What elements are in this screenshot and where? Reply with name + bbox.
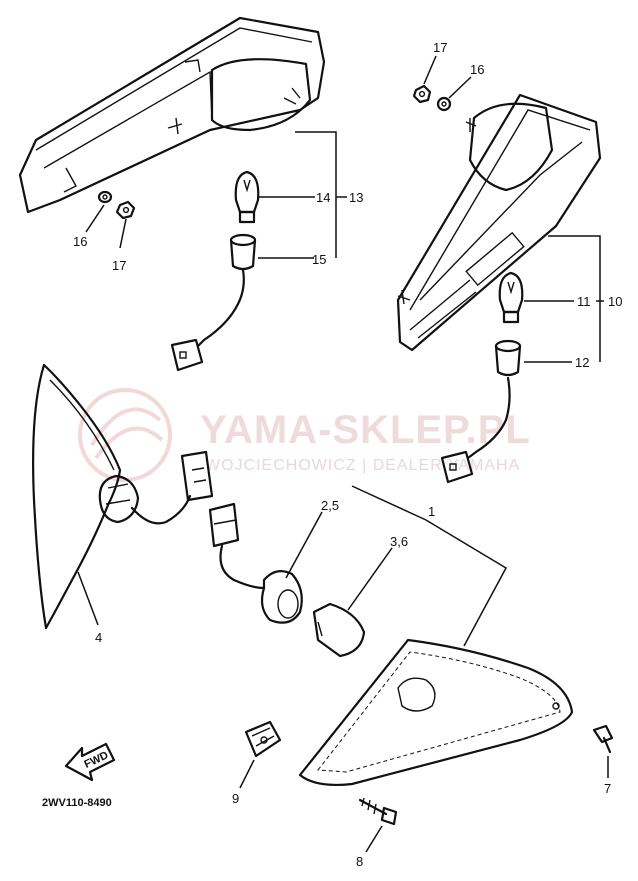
callout-9: 9 [232, 791, 239, 806]
clip-nut-9 [244, 720, 282, 758]
socket-15 [170, 233, 257, 372]
washer-16-right [436, 96, 452, 112]
bulb-14 [234, 170, 260, 224]
watermark: YAMA-SKLEP.PL WOJCIECHOWICZ | DEALER YAM… [78, 388, 531, 482]
leader-2-5 [285, 511, 323, 579]
leader-9 [239, 759, 255, 789]
screw-8 [358, 797, 398, 826]
watermark-subtitle: WOJCIECHOWICZ | DEALER YAMAHA [205, 457, 520, 474]
socket-2-5 [208, 502, 303, 624]
leader-16-right [448, 76, 472, 99]
bulb-11 [498, 271, 524, 324]
callout-11: 11 [577, 294, 591, 309]
callout-8: 8 [356, 854, 363, 869]
callout-3-6: 3,6 [390, 534, 408, 549]
leader-17-left [119, 218, 127, 249]
leader-1 [351, 485, 507, 647]
front-flasher-lens [298, 638, 574, 787]
watermark-logo [78, 388, 172, 482]
callout-1: 1 [428, 504, 435, 519]
rear-flasher-right [396, 93, 602, 352]
front-flasher-body-4 [32, 363, 214, 630]
callout-7: 7 [604, 781, 611, 796]
callout-13: 13 [349, 190, 363, 205]
leader-16-left [85, 204, 105, 233]
fwd-arrow-icon: FWD [64, 742, 116, 782]
bulb-3-6 [312, 602, 366, 658]
leader-13 [295, 131, 337, 258]
callout-2-5: 2,5 [321, 498, 339, 513]
drawing-code: 2WV110-8490 [42, 797, 112, 809]
washer-16-left [97, 190, 113, 204]
nut-17-left [115, 200, 136, 220]
callout-17-left: 17 [112, 258, 126, 273]
callout-10: 10 [608, 294, 622, 309]
callout-4: 4 [95, 630, 102, 645]
callout-15: 15 [312, 252, 326, 267]
socket-12 [440, 339, 522, 484]
leader-17-right [423, 55, 437, 85]
callout-14: 14 [316, 190, 330, 205]
callout-16-left: 16 [73, 234, 87, 249]
callout-16-right: 16 [470, 62, 484, 77]
watermark-title: YAMA-SKLEP.PL [200, 408, 531, 452]
callout-12: 12 [575, 355, 589, 370]
rear-flasher-left [18, 16, 326, 214]
leader-4 [77, 571, 99, 626]
leader-8 [365, 825, 383, 853]
nut-17-right [412, 84, 432, 104]
callout-17-right: 17 [433, 40, 447, 55]
leader-10 [548, 235, 601, 362]
leader-3-6 [347, 547, 393, 611]
screw-7 [592, 724, 614, 754]
